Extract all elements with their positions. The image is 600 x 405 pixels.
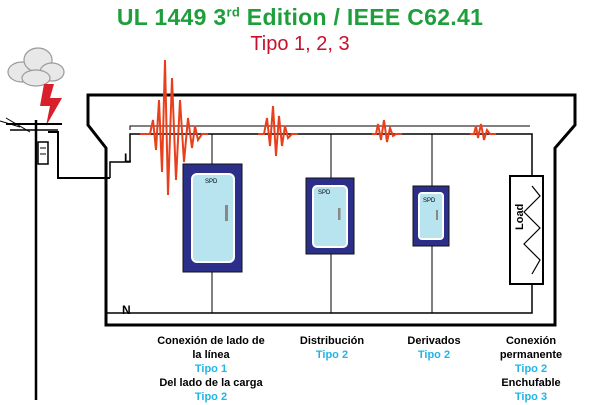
lightning-bolt-icon [40, 84, 62, 126]
load-label: Load [514, 204, 526, 230]
spd-panel-service-entrance: SPD [182, 163, 243, 273]
spd-label: SPD [423, 198, 436, 204]
label-service-entrance: Conexión de lado de la línea Tipo 1 Del … [157, 335, 265, 403]
label-load: Conexión permanente Tipo 2 Enchufable Ti… [499, 335, 563, 403]
line-label: L [124, 151, 131, 165]
subtitle: Tipo 1, 2, 3 [250, 33, 350, 55]
neutral-wire [106, 284, 533, 314]
label-distribution: Distribución Tipo 2 [299, 335, 365, 361]
surge-wave-3 [372, 119, 402, 143]
service-drop-wire [48, 131, 110, 179]
spd-label: SPD [205, 179, 218, 185]
storm-cloud-icon [7, 47, 65, 87]
building-outline [86, 93, 577, 327]
drop-wires [211, 134, 433, 313]
utility-pole-icon [0, 117, 62, 400]
spd-label: SPD [318, 190, 331, 196]
title: UL 1449 3rd Edition / IEEE C62.41 [116, 4, 484, 30]
spd-panel-branch: SPD [412, 185, 450, 247]
surge-wave-1 [140, 59, 208, 196]
line-wire [109, 133, 533, 178]
spd-panel-distribution: SPD [305, 177, 355, 255]
load-element: Load [509, 175, 544, 285]
surge-wave-4 [470, 123, 496, 141]
neutral-label: N [122, 303, 131, 317]
surge-wave-2 [258, 105, 298, 157]
label-branch: Derivados Tipo 2 [407, 335, 461, 361]
